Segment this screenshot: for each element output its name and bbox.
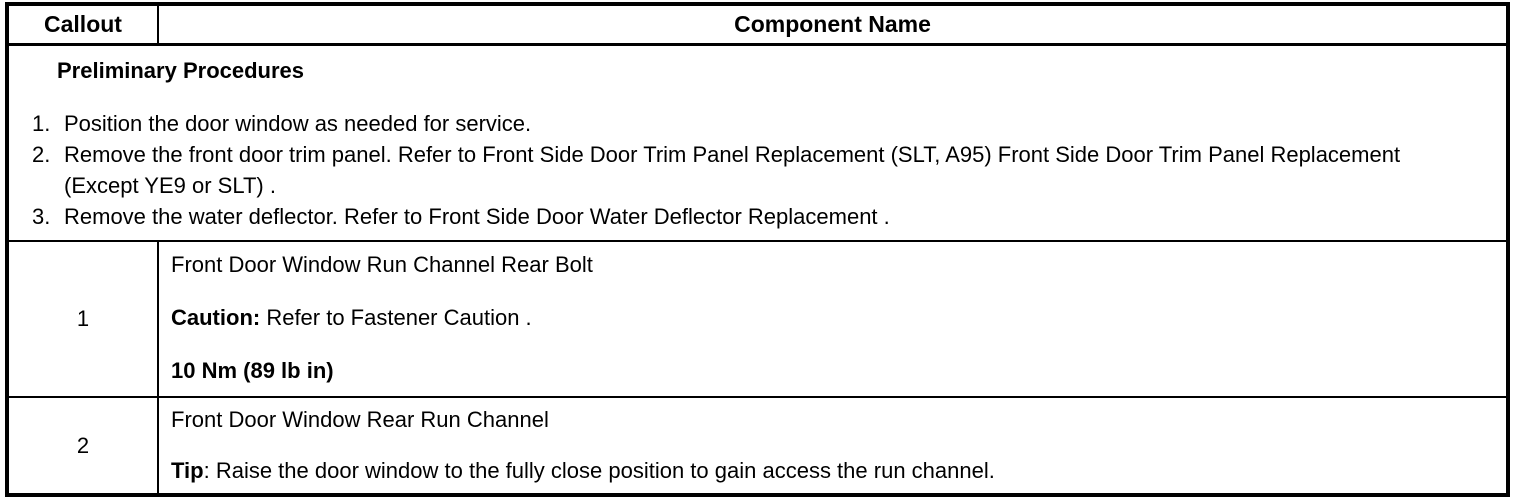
step-number: 1.	[32, 111, 51, 136]
component-cell: Front Door Window Rear Run Channel Tip: …	[159, 398, 1506, 493]
table-row-callout-2: 2 Front Door Window Rear Run Channel Tip…	[9, 398, 1506, 493]
step-text: Remove the front door trim panel. Refer …	[64, 142, 1401, 198]
tip-text: Raise the door window to the fully close…	[215, 458, 995, 483]
list-item-step-3: 3. Remove the water deflector. Refer to …	[9, 201, 1498, 232]
tip-label: Tip	[171, 458, 204, 483]
caution-label: Caution:	[171, 305, 261, 330]
component-name: Front Door Window Rear Run Channel	[171, 407, 549, 432]
component-cell: Front Door Window Run Channel Rear Bolt …	[159, 242, 1506, 396]
preliminary-steps-list: 1. Position the door window as needed fo…	[9, 108, 1498, 232]
step-text: Remove the water deflector. Refer to Fro…	[64, 204, 890, 229]
step-text: Position the door window as needed for s…	[64, 111, 532, 136]
component-callout-table: Callout Component Name Preliminary Proce…	[5, 2, 1510, 497]
table-header-row: Callout Component Name	[9, 6, 1506, 46]
column-header-callout: Callout	[9, 6, 159, 43]
tip-separator: :	[203, 458, 216, 483]
callout-number: 1	[9, 242, 159, 396]
column-header-component-name: Component Name	[734, 11, 931, 37]
list-item-step-2: 2. Remove the front door trim panel. Ref…	[9, 139, 1498, 201]
preliminary-procedures-section: Preliminary Procedures 1. Position the d…	[9, 46, 1506, 242]
preliminary-procedures-title: Preliminary Procedures	[57, 58, 305, 83]
step-number: 2.	[32, 142, 51, 167]
torque-spec: 10 Nm (89 lb in)	[171, 358, 334, 383]
caution-note: Caution: Refer to Fastener Caution .	[171, 305, 1496, 331]
callout-number: 2	[9, 398, 159, 493]
step-number: 3.	[32, 204, 51, 229]
list-item-step-1: 1. Position the door window as needed fo…	[9, 108, 1498, 139]
component-name: Front Door Window Run Channel Rear Bolt	[171, 252, 593, 277]
caution-text: Refer to Fastener Caution .	[260, 305, 532, 330]
tip-note: Tip: Raise the door window to the fully …	[171, 458, 1496, 484]
table-row-callout-1: 1 Front Door Window Run Channel Rear Bol…	[9, 242, 1506, 398]
